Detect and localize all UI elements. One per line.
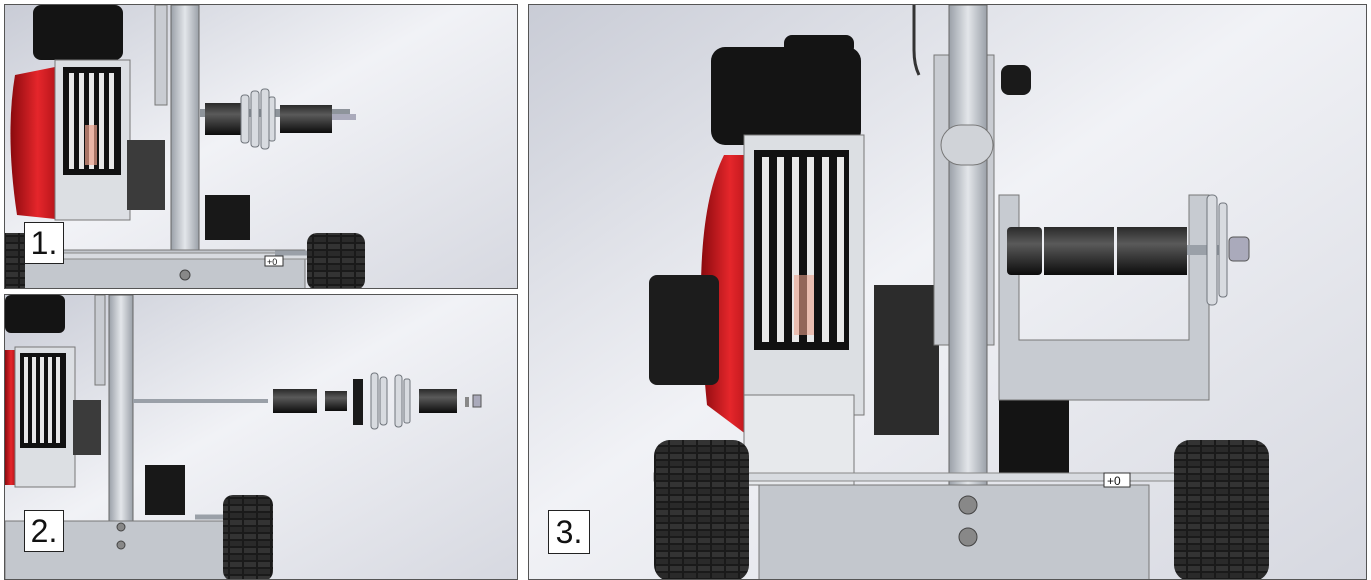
step-3-illustration: +0 <box>529 5 1366 579</box>
step-1-label: 1. <box>24 222 64 264</box>
indicator-text-3: +0 <box>1107 474 1121 488</box>
step-2-label: 2. <box>24 510 64 552</box>
step-3-panel: +0 <box>528 4 1367 580</box>
step-2-illustration <box>5 295 517 579</box>
step-3-label: 3. <box>548 510 590 554</box>
indicator-text-1: +0 <box>267 257 277 267</box>
step-1-panel: +0 <box>4 4 518 289</box>
step-1-illustration: +0 <box>5 5 517 288</box>
step-2-panel <box>4 294 518 580</box>
